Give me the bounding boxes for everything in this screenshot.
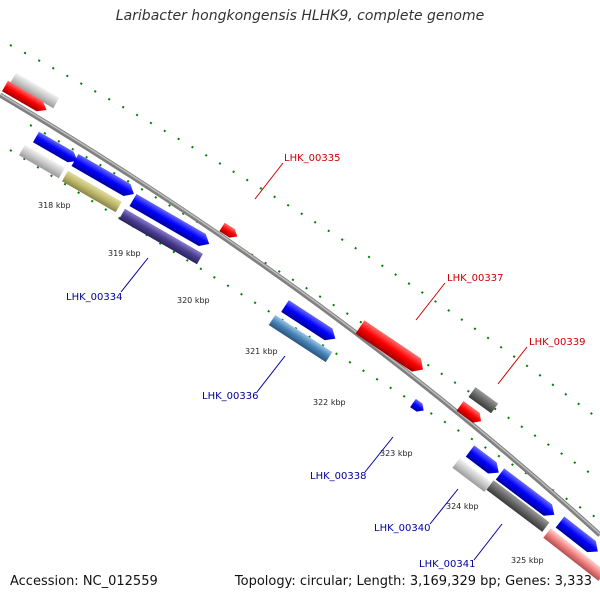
- gene-label-lhk-00337: LHK_00337: [447, 273, 503, 284]
- accession-text: Accession: NC_012559: [10, 574, 158, 589]
- callout-line-00336: [256, 355, 286, 393]
- tick-row-outer: [9, 44, 600, 421]
- callout-line-00334: [120, 257, 149, 293]
- gene-label-lhk-00336: LHK_00336: [202, 391, 258, 402]
- callout-lines-forward: [120, 257, 503, 561]
- scale-labels: 318 kbp 319 kbp 320 kbp 321 kbp 322 kbp …: [38, 201, 544, 565]
- cds-lhk-00339: [456, 401, 482, 423]
- cds-blue-336: [281, 300, 336, 341]
- feature-gray-339: [468, 387, 499, 414]
- gene-label-lhk-00335: LHK_00335: [284, 153, 340, 164]
- scale-label-324: 324 kbp: [446, 502, 479, 511]
- cds-blue-2: [71, 153, 134, 197]
- cds-blue-340b: [495, 468, 555, 516]
- callout-line-00337: [415, 282, 446, 321]
- scale-label-319: 319 kbp: [108, 249, 141, 258]
- feature-olive: [62, 170, 122, 213]
- scale-label-325: 325 kbp: [511, 556, 544, 565]
- callout-line-00341: [473, 523, 503, 561]
- gene-label-lhk-00334: LHK_00334: [66, 292, 122, 303]
- callout-line-00338: [364, 436, 394, 473]
- gene-labels: LHK_00335 LHK_00337 LHK_00339 LHK_00334 …: [66, 153, 585, 570]
- callout-line-00339: [497, 346, 528, 385]
- feature-light-left: [19, 144, 65, 179]
- scale-label-320: 320 kbp: [177, 296, 210, 305]
- genome-backbone-highlight: [0, 93, 600, 535]
- tick-row-inner: [9, 149, 600, 521]
- gene-label-lhk-00338: LHK_00338: [310, 471, 366, 482]
- cds-lhk-00337: [355, 320, 424, 372]
- tick-rows: [9, 44, 600, 521]
- scale-label-318: 318 kbp: [38, 201, 71, 210]
- genome-backbone: [0, 92, 600, 537]
- genome-stats-text: Topology: circular; Length: 3,169,329 bp…: [234, 574, 592, 589]
- scale-label-323: 323 kbp: [380, 449, 413, 458]
- scale-label-322: 322 kbp: [313, 398, 346, 407]
- cds-lhk-00338: [410, 398, 424, 412]
- feature-light-340: [452, 458, 492, 492]
- feature-red-top: [2, 80, 47, 112]
- map-title: Laribacter hongkongensis HLHK9, complete…: [115, 8, 485, 24]
- cds-blue-3: [129, 193, 210, 247]
- cds-blue-341: [555, 516, 598, 553]
- cds-blue-1: [33, 131, 78, 163]
- scale-label-321: 321 kbp: [245, 347, 278, 356]
- gene-label-lhk-00341: LHK_00341: [419, 559, 475, 570]
- gene-label-lhk-00340: LHK_00340: [374, 523, 430, 534]
- cds-lhk-00335: [219, 222, 238, 238]
- gene-label-lhk-00339: LHK_00339: [529, 337, 585, 348]
- callout-line-00335: [254, 162, 284, 200]
- callout-lines-reverse: [254, 162, 528, 385]
- feature-pink-341: [543, 528, 600, 581]
- callout-line-00340: [429, 488, 459, 525]
- cds-blue-340a: [465, 445, 499, 474]
- feature-gray-340: [486, 480, 550, 532]
- feature-navy: [119, 208, 203, 265]
- feature-steelblue: [268, 314, 333, 363]
- feature-light-top: [10, 72, 60, 109]
